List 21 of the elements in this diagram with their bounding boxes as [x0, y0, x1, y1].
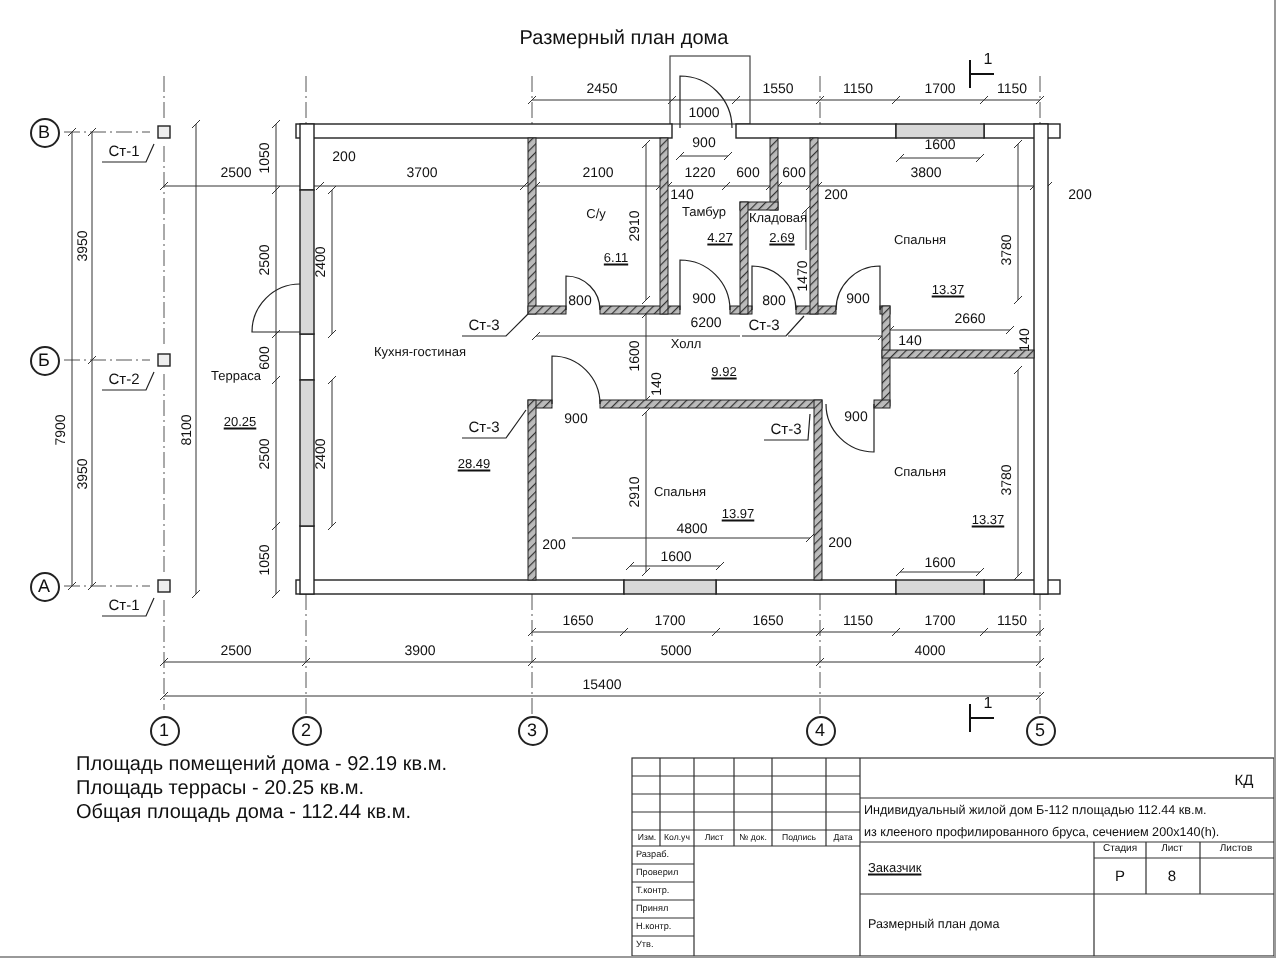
leader-line	[461, 313, 529, 337]
area-note: Площадь террасы - 20.25 кв.м.	[76, 780, 365, 800]
axis-bubble: 1	[149, 715, 179, 745]
leader-line	[101, 597, 155, 617]
section-number: 1	[983, 52, 993, 68]
leader-line	[741, 315, 805, 337]
axis-bubble: 2	[291, 715, 321, 745]
axis-bubble: 3	[517, 715, 547, 745]
drawing-title: Размерный план дома	[519, 30, 729, 50]
section-number: 1	[983, 696, 993, 712]
leader-line	[101, 371, 155, 391]
axis-bubble: А	[29, 571, 59, 601]
leader-line	[101, 143, 155, 163]
area-note: Площадь помещений дома - 92.19 кв.м.	[76, 756, 448, 776]
axis-bubble: 5	[1025, 715, 1055, 745]
axis-bubble: В	[29, 117, 59, 147]
area-note: Общая площадь дома - 112.44 кв.м.	[76, 804, 411, 824]
axis-bubble: Б	[29, 345, 59, 375]
leader-line	[461, 409, 527, 439]
leader-line	[763, 413, 811, 441]
axis-bubble: 4	[805, 715, 835, 745]
